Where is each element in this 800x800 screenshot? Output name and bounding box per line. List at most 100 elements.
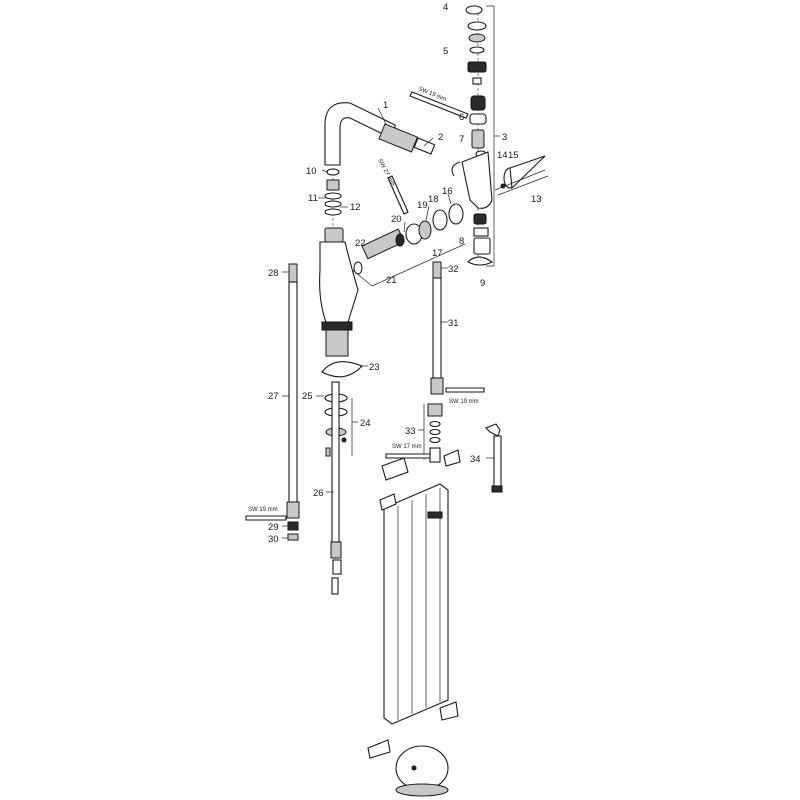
part-20-ring	[395, 233, 405, 247]
valve-parts	[349, 193, 466, 287]
callout-24: 24	[360, 418, 371, 429]
hose-26-tube	[331, 381, 340, 543]
part-6	[469, 113, 487, 125]
callout-6: 6	[459, 112, 464, 123]
wrench-sw27: SW 27 mm	[376, 158, 409, 215]
spray-head-body	[461, 151, 493, 209]
part-33-body	[429, 447, 441, 463]
callout-34: 34	[470, 454, 481, 465]
wrench-sw17: SW 17 mm	[385, 444, 431, 459]
callout-numbers: 4 5 1 6 2 3 7 14 15 10 16 13 11 18 12 19…	[268, 2, 542, 545]
part-34-bracket	[485, 423, 503, 493]
callout-20: 20	[391, 214, 402, 225]
hose-31-tube	[432, 277, 442, 379]
callout-15: 15	[508, 150, 519, 161]
part-16-ring	[448, 203, 464, 225]
wrench-icon	[387, 175, 409, 215]
hose-27-tube	[288, 281, 298, 503]
part-18-ring	[432, 209, 448, 231]
callout-26: 26	[313, 488, 324, 499]
callout-29: 29	[268, 522, 279, 533]
callout-4: 4	[443, 2, 448, 13]
cartridge-stack	[465, 5, 500, 267]
callout-21: 21	[386, 275, 397, 286]
part-8-body	[473, 237, 491, 255]
part-17-nut	[418, 220, 432, 240]
part-8-mid	[473, 227, 489, 237]
part-11-ring-b	[324, 200, 342, 208]
hose-27-bottom-fitting	[286, 501, 300, 519]
part-5-oring	[469, 46, 485, 54]
callout-8: 8	[459, 236, 464, 247]
callout-16: 16	[442, 186, 453, 197]
hose-31	[430, 261, 448, 395]
part-7	[471, 129, 485, 149]
part-24-screw	[341, 437, 347, 443]
callout-9: 9	[480, 278, 485, 289]
part-cartridge-head	[470, 95, 486, 111]
wrench-label-sw27: SW 27 mm	[376, 158, 395, 187]
callout-31: 31	[448, 318, 459, 329]
base-disc	[395, 745, 449, 791]
base-disc-edge	[395, 783, 449, 797]
wrench-label-sw19-left: SW 19 mm	[248, 507, 278, 513]
callout-25: 25	[302, 391, 313, 402]
callout-13: 13	[531, 194, 542, 205]
mounting-rail	[379, 457, 459, 725]
callout-11: 11	[308, 193, 318, 204]
hose-26-fitting	[330, 541, 342, 559]
part-10	[326, 168, 340, 176]
callout-19: 19	[417, 200, 428, 211]
hose-27-top-fitting	[288, 263, 298, 283]
hose-27	[282, 263, 300, 541]
tap-body-shell	[319, 241, 359, 323]
callout-7: 7	[459, 134, 464, 145]
callout-32: 32	[448, 264, 459, 275]
check-valve-33	[418, 403, 461, 467]
part-bolt	[325, 447, 331, 457]
bottom-clip	[367, 739, 391, 759]
wrench-sw19-left: SW 19 mm	[245, 507, 287, 521]
part-coupler	[324, 227, 344, 243]
callout-22: 22	[355, 238, 366, 249]
callout-30: 30	[268, 534, 279, 545]
spout-nozzle	[378, 123, 419, 153]
part-9-clip	[467, 256, 494, 266]
spout-assembly	[318, 102, 436, 243]
part-11-ring-a	[324, 192, 342, 200]
callout-17: 17	[432, 248, 443, 259]
callout-23: 23	[369, 362, 380, 373]
part-4-ring	[467, 21, 487, 31]
rail-screw	[427, 511, 443, 519]
wrench-icon	[445, 387, 485, 393]
part-33-ring-b	[429, 428, 441, 436]
part-33-ring-c	[429, 436, 441, 444]
callout-1: 1	[383, 100, 388, 111]
part-33-nut	[427, 403, 443, 417]
callout-18: 18	[428, 194, 439, 205]
part-22-ring	[353, 261, 363, 275]
callout-28: 28	[268, 268, 279, 279]
rail-body	[383, 483, 449, 725]
callout-12: 12	[350, 202, 361, 213]
callout-3: 3	[502, 132, 507, 143]
part-13-aerator	[509, 155, 546, 190]
spray-head	[451, 151, 549, 209]
wrench-icon	[245, 515, 287, 521]
part-34-foot	[491, 485, 503, 493]
wrench-label-sw19-right: SW 19 mm	[449, 399, 479, 405]
bottom-parts	[367, 739, 449, 797]
spray-head-hose	[451, 161, 461, 177]
rail-bottom-clip	[439, 701, 459, 721]
part-4-cap	[465, 5, 483, 15]
hose-31-bottom-fitting	[430, 377, 444, 395]
part-10-nut	[326, 179, 340, 191]
part-23-plate	[321, 361, 363, 378]
part-pin	[472, 77, 482, 85]
base-disc-hole	[411, 765, 417, 771]
hose-31-top-fitting	[432, 261, 442, 279]
callout-14: 14	[497, 150, 508, 161]
wrench-sw19-right: SW 19 mm	[445, 387, 485, 405]
